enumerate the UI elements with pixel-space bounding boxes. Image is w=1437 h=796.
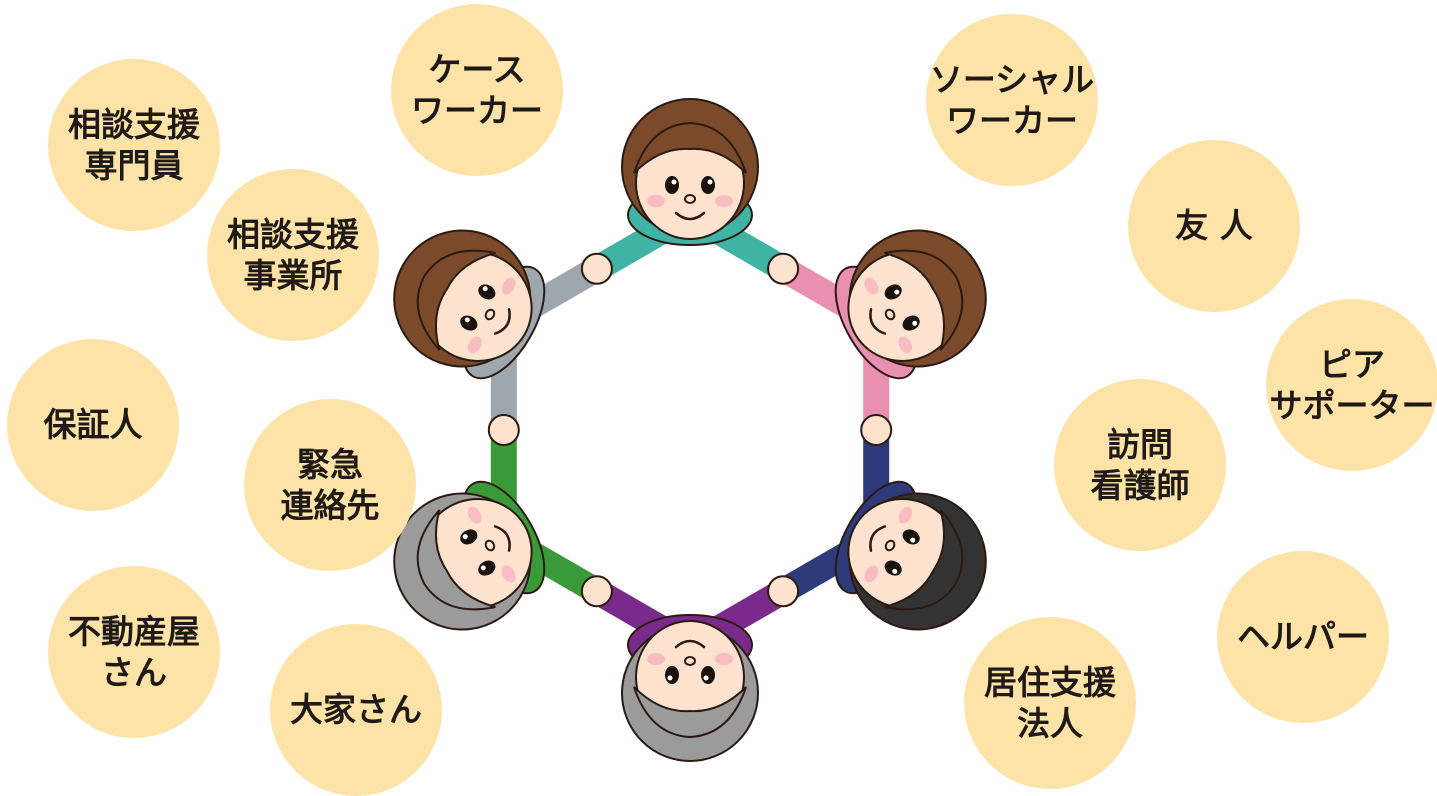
role-label-line: ワーカー (411, 91, 543, 130)
role-label-line: 相談支援 (68, 104, 200, 144)
role-bubble-case-worker: ケースワーカー (391, 4, 563, 176)
person-elder-green (393, 480, 546, 631)
person-elder-purple (621, 614, 759, 762)
role-bubble-consultation-office: 相談支援事業所 (207, 169, 379, 341)
hands-icon (767, 252, 800, 285)
role-label-line: 連絡先 (280, 486, 380, 525)
person-boy (621, 98, 759, 246)
role-label-line: 相談支援 (227, 214, 359, 254)
role-label-line: ケース (428, 49, 526, 89)
role-label-line: 居住支援 (984, 662, 1116, 702)
role-bubble-friend: 友 人 (1128, 140, 1300, 312)
role-label-line: 不動産屋 (68, 611, 200, 651)
role-label-line: 大家さん (290, 690, 422, 730)
role-bubble-real-estate-agent: 不動産屋さん (48, 566, 220, 738)
role-label-line: さん (101, 653, 167, 692)
role-label-line: ワーカー (946, 101, 1078, 140)
role-bubble-guarantor: 保証人 (7, 339, 179, 511)
role-bubble-helper: ヘルパー (1217, 551, 1389, 723)
role-label-line: 訪問 (1107, 424, 1173, 464)
role-bubble-peer-supporter: ピアサポーター (1266, 299, 1437, 471)
role-label-line: 事業所 (243, 256, 343, 295)
hands-icon (580, 575, 613, 608)
role-label-line: ピア (1319, 344, 1385, 384)
person-woman-pink (834, 229, 987, 380)
role-label-line: 保証人 (43, 405, 143, 445)
role-label-line: 専門員 (84, 146, 184, 185)
hands-icon (580, 252, 613, 285)
role-label-line: 看護師 (1090, 466, 1190, 505)
person-girl-gray (393, 229, 546, 380)
role-label-line: 友 人 (1175, 206, 1253, 246)
role-label-line: サポーター (1269, 386, 1435, 425)
role-bubble-consultation-specialist: 相談支援専門員 (48, 59, 220, 231)
person-man-navy (834, 480, 987, 631)
people-holding-hands-circle-icon (383, 98, 997, 762)
hands-icon (487, 414, 520, 446)
role-label-line: 緊急 (297, 444, 363, 484)
role-bubble-social-worker: ソーシャルワーカー (926, 14, 1098, 186)
hands-icon (860, 414, 893, 446)
role-bubble-visiting-nurse: 訪問看護師 (1054, 379, 1226, 551)
hands-icon (767, 575, 800, 608)
role-label-line: 法人 (1017, 704, 1083, 743)
role-label-line: ソーシャル (929, 59, 1095, 99)
role-label-line: ヘルパー (1237, 617, 1369, 657)
role-bubble-landlord: 大家さん (270, 624, 442, 796)
role-bubble-residential-support-corp: 居住支援法人 (964, 617, 1136, 789)
role-bubble-emergency-contact: 緊急連絡先 (244, 399, 416, 571)
